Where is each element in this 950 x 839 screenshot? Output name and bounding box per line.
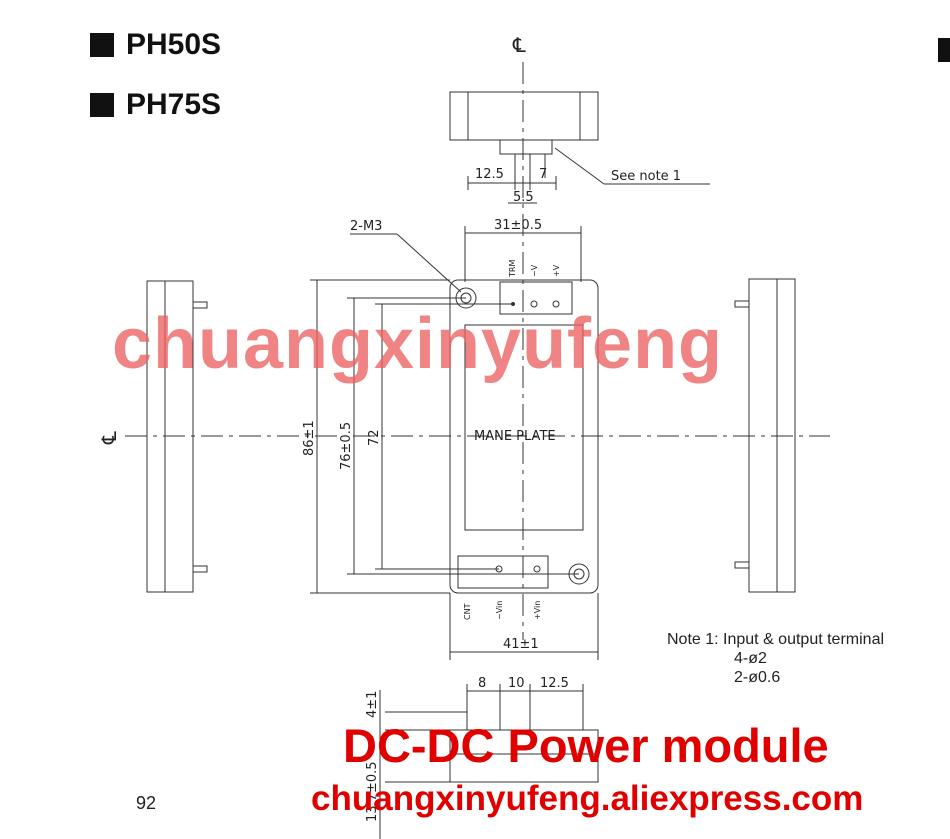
dim-hole-height: 76±0.5 [339,422,354,470]
model-title-text: PH75S [126,88,222,121]
model-title-ph75s: PH75S [90,88,221,122]
bullet-square-icon [90,33,114,57]
mount-holes-label: 2-M3 [350,219,382,234]
dim-thickness: 13.7±0.5 [365,761,380,822]
name-plate-outline [464,324,584,531]
model-title-text: PH50S [126,28,222,61]
dim-inner-height: 72 [367,429,382,446]
see-note-label: See note 1 [611,169,681,184]
dim-pin-spacing: 5.5 [513,190,534,205]
module-base-plate [449,279,599,594]
dim-pin-offset: 12.5 [475,167,504,182]
terminal-label-minus-vin: −Vin [495,601,504,620]
note-line: 4-ø2 [734,650,767,667]
output-terminal-block [499,281,573,315]
bullet-square-icon [90,93,114,117]
terminal-label-cnt: CNT [463,603,472,620]
right-side-view [748,278,796,593]
top-view-terminal-block [499,139,553,155]
terminal-label-plus-vin: +Vin [533,601,542,620]
note-line: 2-ø0.6 [734,669,781,686]
note-leader [554,147,605,185]
bottom-view-body [449,729,599,783]
input-terminal-block [457,555,549,589]
terminal-note: Note 1: Input & output terminal 4-ø2 2-ø… [667,630,884,687]
terminal-label-minus-v: −V [530,264,539,277]
dim-standoff: 4±1 [365,691,380,718]
centerline-symbol-left: ℄ [97,431,121,445]
left-side-view [146,280,194,593]
top-view-body [449,91,599,141]
dim-bottom-offset-2: 10 [508,676,525,691]
dim-top-width: 31±0.5 [494,218,542,233]
dim-total-height: 86±1 [302,420,317,456]
watermark-url: chuangxinyufeng.aliexpress.com [311,779,864,818]
page-number: 92 [136,793,157,813]
dim-base-width: 41±1 [503,637,539,652]
terminal-label-trm: TRM [508,260,517,278]
dim-pin-pitch: 7 [539,167,547,182]
name-plate-label: MANE PLATE [474,429,556,444]
watermark-title: DC-DC Power module [343,719,829,772]
note-line: Note 1: Input & output terminal [667,631,885,648]
dim-bottom-offset-3: 12.5 [540,676,569,691]
dim-bottom-offset-1: 8 [478,676,486,691]
watermark-main: chuangxinyufeng [112,304,724,384]
terminal-label-plus-v: +V [552,264,561,277]
bullet-square-icon [938,38,950,62]
model-title-ph50s: PH50S [90,28,221,62]
centerline-symbol-top: ℄ [512,33,526,57]
